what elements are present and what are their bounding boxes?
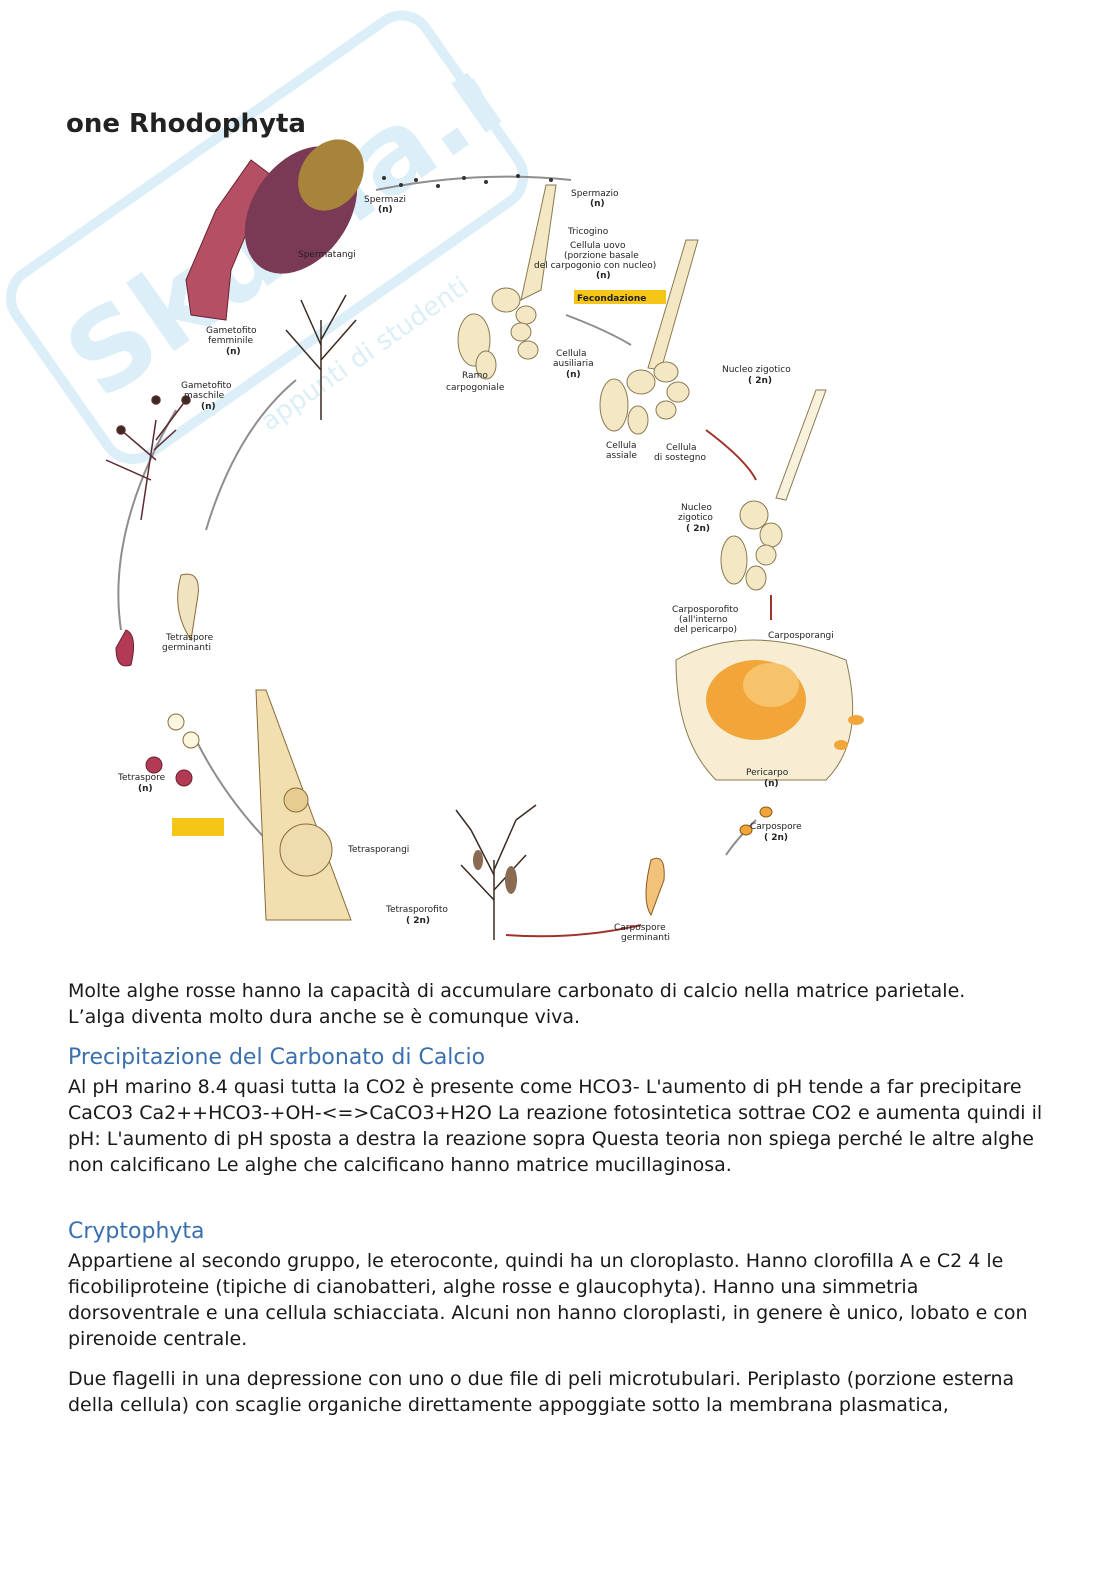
paragraph-cryptophyta: Appartiene al secondo gruppo, le eteroco…: [68, 1248, 1048, 1352]
paragraph-intro: Molte alghe rosse hanno la capacità di a…: [68, 978, 1048, 1030]
label-tetraspore: Tetraspore: [117, 773, 166, 783]
heading-precipitazione: Precipitazione del Carbonato di Calcio: [68, 1044, 485, 1072]
label-cellula-assiale-2: assiale: [606, 451, 637, 461]
heading-cryptophyta: Cryptophyta: [68, 1218, 205, 1246]
label-gametofito-maschile-1: Gametofito: [181, 381, 232, 391]
label-carpospore-germ-1: Carpospore: [614, 923, 666, 933]
label-fecondazione: Fecondazione: [577, 294, 646, 304]
label-nucleo-zigotico2-2: zigotico: [678, 513, 713, 523]
label-carposporofito-3: del pericarpo): [674, 625, 737, 635]
label-cellula-uovo-2: (porzione basale: [564, 251, 639, 261]
label-cellula-aus-2: ausiliaria: [553, 359, 594, 369]
label-nucleo-zigotico-1: Nucleo zigotico: [722, 365, 791, 375]
label-gametofito-femminile-1: Gametofito: [206, 326, 257, 336]
label-nucleo-zigotico-ploidy: ( 2n): [748, 376, 772, 386]
label-carpospore-ploidy: ( 2n): [764, 833, 788, 843]
label-carposporangi: Carposporangi: [768, 631, 834, 641]
male-gametophyte-illustration: [106, 396, 190, 520]
label-spermazi-ploidy: (n): [378, 205, 393, 215]
label-cellula-uovo-1: Cellula uovo: [570, 241, 626, 251]
label-ramo-2: carpogoniale: [446, 383, 505, 393]
carpogonium-illustration: [458, 185, 556, 379]
tetrasporangia-illustration: [256, 690, 351, 920]
label-cellula-sostegno-2: di sostegno: [654, 453, 706, 463]
rhodophyta-life-cycle-figure: one Rhodophyta Spermazi (n) Spermatangi …: [66, 100, 896, 960]
label-tetrasporangi: Tetrasporangi: [347, 845, 409, 855]
label-tetraspore-germ-2: germinanti: [162, 643, 211, 653]
label-cellula-uovo-ploidy: (n): [596, 271, 611, 281]
label-cellula-aus-ploidy: (n): [566, 370, 581, 380]
label-pericarpo: Pericarpo: [746, 768, 789, 778]
paragraph-intro-line-1: Molte alghe rosse hanno la capacità di a…: [68, 980, 965, 1002]
label-tetrasporofito-ploidy: ( 2n): [406, 916, 430, 926]
label-carposporofito-2: (all'interno: [679, 615, 728, 625]
label-cellula-sostegno-1: Cellula: [666, 443, 697, 453]
label-gametofito-femminile-2: femminile: [208, 336, 253, 346]
label-cellula-uovo-3: del carpogonio con nucleo): [534, 261, 656, 271]
label-ramo-1: Ramo: [462, 371, 488, 381]
figure-title: one Rhodophyta: [66, 109, 306, 139]
label-spermatangi: Spermatangi: [298, 250, 356, 260]
label-gametofito-maschile-2: maschile: [184, 391, 225, 401]
label-cellula-aus-1: Cellula: [556, 349, 587, 359]
tetrasporophyte-illustration: [456, 805, 536, 940]
female-gametophyte-illustration: [286, 295, 356, 420]
red-germling-illustration: [116, 630, 134, 666]
paragraph-precipitazione: Al pH marino 8.4 quasi tutta la CO2 è pr…: [68, 1074, 1048, 1178]
label-tricogino: Tricogino: [567, 227, 609, 237]
label-spermazio-ploidy: (n): [590, 199, 605, 209]
germinating-tetraspore-illustration: [178, 574, 199, 640]
yellow-highlight-bar: [172, 818, 224, 836]
label-cellula-assiale-1: Cellula: [606, 441, 637, 451]
spermatangi-illustration: [186, 125, 380, 320]
label-spermazio: Spermazio: [571, 189, 619, 199]
label-nucleo-zigotico2-ploidy: ( 2n): [686, 524, 710, 534]
label-gametofito-maschile-ploidy: (n): [201, 402, 216, 412]
paragraph-flagelli: Due flagelli in una depressione con uno …: [68, 1366, 1048, 1418]
label-carpospore: Carpospore: [750, 822, 802, 832]
label-carpospore-germ-2: germinanti: [621, 933, 670, 943]
label-tetraspore-ploidy: (n): [138, 784, 153, 794]
label-tetraspore-germ-1: Tetraspore: [165, 633, 214, 643]
label-pericarpo-ploidy: (n): [764, 779, 779, 789]
label-spermazi: Spermazi: [364, 195, 406, 205]
zygote-stage-illustration: [721, 390, 826, 590]
germinating-carpospore-illustration: [646, 858, 664, 915]
label-carposporofito-1: Carposporofito: [672, 605, 739, 615]
label-tetrasporofito: Tetrasporofito: [385, 905, 448, 915]
label-gametofito-femminile-ploidy: (n): [226, 347, 241, 357]
paragraph-intro-line-2: L’alga diventa molto dura anche se è com…: [68, 1006, 580, 1028]
label-nucleo-zigotico2-1: Nucleo: [681, 503, 712, 513]
carposporophyte-illustration: [676, 640, 864, 780]
